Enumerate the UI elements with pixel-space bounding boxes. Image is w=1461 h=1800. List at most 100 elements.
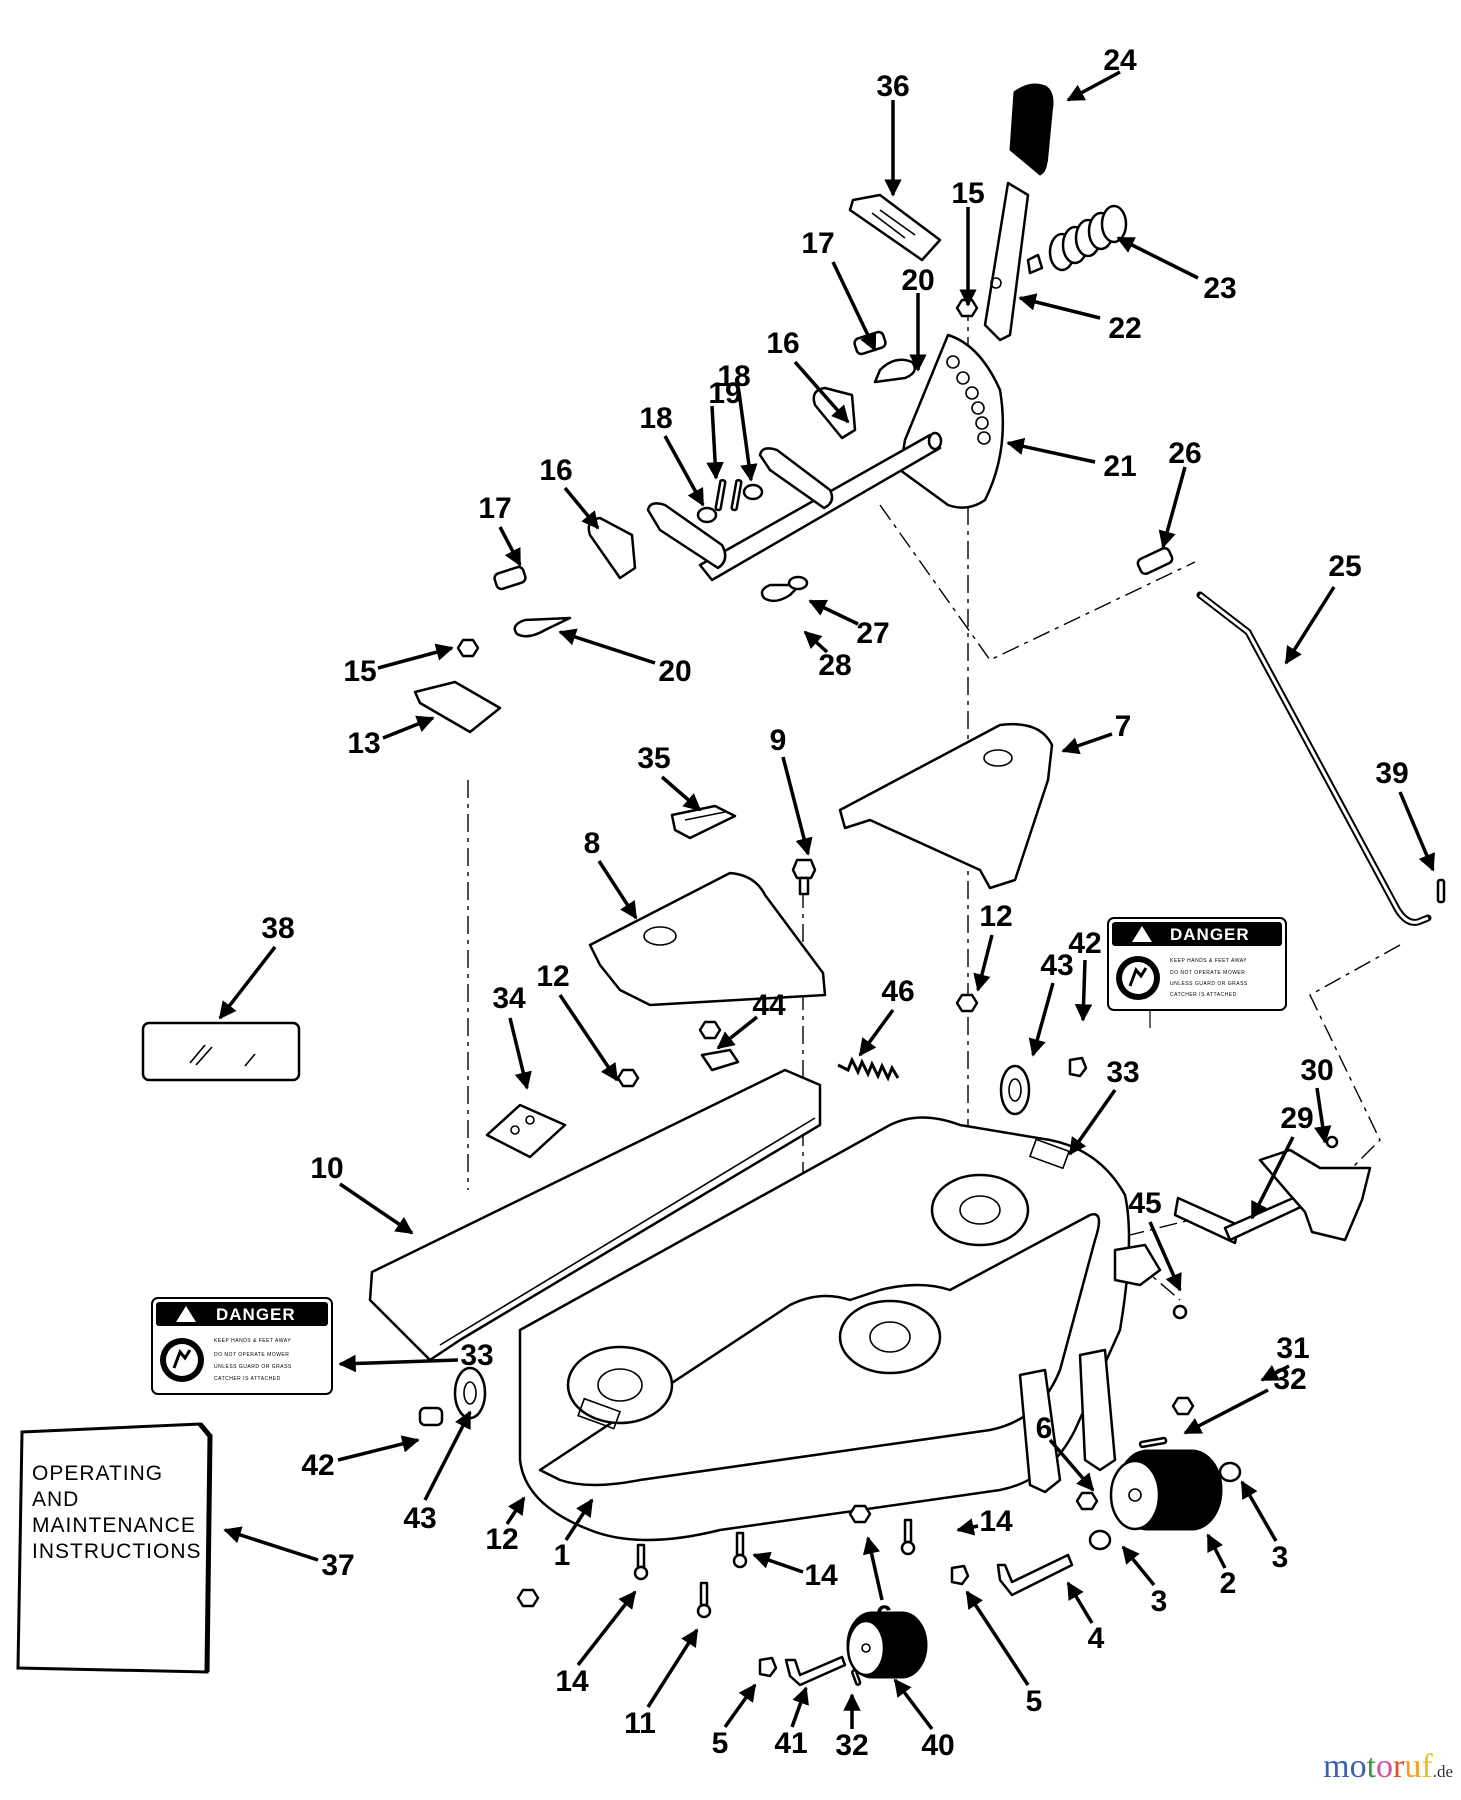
callout-14: 14 [555, 1590, 637, 1698]
part-34-decal [485, 1103, 567, 1159]
danger-line: UNLESS GUARD OR GRASS [214, 1364, 292, 1370]
part-41-wheel-axle [784, 1655, 847, 1687]
callout-arrow [558, 628, 656, 665]
callout-arrow [1183, 1388, 1269, 1435]
callout-arrow [752, 1551, 804, 1574]
callout-number: 16 [539, 454, 572, 487]
callout-number: 44 [752, 989, 786, 1022]
part-5-bolts [758, 1564, 970, 1678]
callout-number: 11 [624, 1707, 656, 1740]
callout-arrow [831, 261, 877, 352]
callout-37: 37 [223, 1526, 355, 1582]
callout-number: 33 [460, 1339, 493, 1372]
part-32-cotter-pin [851, 1436, 1168, 1686]
callout-2: 2 [1206, 1533, 1236, 1600]
callout-13: 13 [347, 715, 435, 760]
callout-17: 17 [801, 227, 877, 352]
callout-number: 24 [1103, 44, 1137, 77]
part-6-nuts [848, 1491, 1099, 1524]
callout-number: 37 [321, 1549, 354, 1582]
callout-17: 17 [478, 492, 522, 567]
callout-number: 15 [343, 655, 376, 688]
callout-20: 20 [901, 264, 935, 372]
callout-arrow [1061, 732, 1113, 755]
callout-3: 3 [1121, 1545, 1168, 1618]
callout-number: 14 [804, 1559, 838, 1592]
callout-arrow [505, 1496, 526, 1525]
callout-number: 10 [310, 1152, 343, 1185]
callout-number: 12 [536, 960, 569, 993]
callout-30: 30 [1300, 1054, 1334, 1144]
callout-15: 15 [343, 643, 454, 688]
callout-number: 8 [584, 827, 601, 860]
part-46-spring [837, 1056, 900, 1082]
callout-7: 7 [1061, 710, 1131, 755]
callout-arrow [1148, 1221, 1182, 1292]
part-43-roller-right [999, 1064, 1031, 1116]
callout-arrow [218, 945, 277, 1020]
callout-number: 40 [921, 1729, 954, 1762]
callout-42: 42 [301, 1435, 420, 1482]
callout-arrow [1314, 1087, 1332, 1144]
callout-number: 32 [835, 1729, 868, 1762]
part-45-hanger-bracket [1113, 1243, 1188, 1320]
callout-32: 32 [835, 1693, 869, 1762]
callout-44: 44 [716, 989, 786, 1050]
watermark-letter: m [1323, 1748, 1350, 1785]
callout-arrow [706, 405, 724, 480]
part-1-mower-deck [518, 1116, 1131, 1542]
part-36-height-decal [848, 193, 942, 262]
part-8-rear-cover [588, 871, 827, 1007]
part-31-nut [1171, 1396, 1195, 1416]
callout-number: 35 [637, 742, 670, 775]
callout-34: 34 [492, 982, 532, 1090]
callout-arrow [1068, 1088, 1117, 1156]
danger-header: DANGER [216, 1305, 296, 1324]
callout-12: 12 [973, 900, 1013, 992]
callout-arrow [1398, 791, 1435, 872]
callout-arrow [965, 1590, 1030, 1686]
callout-number: 42 [1068, 927, 1101, 960]
part-39-pin [1436, 878, 1446, 904]
callout-number: 21 [1103, 450, 1136, 483]
callout-14: 14 [752, 1551, 838, 1592]
callout-32: 32 [1183, 1363, 1307, 1435]
callout-number: 3 [1151, 1585, 1168, 1618]
callout-number: 46 [881, 975, 914, 1008]
callout-number: 41 [774, 1727, 807, 1760]
callout-1: 1 [554, 1498, 594, 1572]
part-38-reflector-plate [141, 1021, 301, 1082]
callout-18: 18 [717, 360, 758, 482]
callout-number: 38 [261, 912, 294, 945]
callout-46: 46 [858, 975, 915, 1057]
callout-arrow [1066, 1581, 1094, 1624]
danger-line: CATCHER IS ATTACHED [1170, 992, 1237, 998]
callout-number: 30 [1300, 1054, 1333, 1087]
callout-number: 12 [485, 1523, 518, 1556]
part-7-front-cover [838, 722, 1054, 890]
callout-number: 31 [1276, 1332, 1309, 1365]
callout-11: 11 [624, 1628, 699, 1740]
danger-decal-right: DANGER KEEP HANDS & FEET AWAY DO NOT OPE… [1107, 917, 1287, 1011]
part-13-bracket [413, 680, 502, 734]
callout-number: 4 [1088, 1622, 1105, 1655]
callout-number: 22 [1108, 312, 1141, 345]
callout-arrow [338, 1354, 459, 1373]
part-25-lift-rod [1196, 591, 1432, 926]
callout-arrow [377, 643, 454, 670]
callout-19: 19 [706, 377, 742, 480]
callout-12: 12 [536, 960, 619, 1082]
callout-22: 22 [1018, 293, 1142, 345]
callout-45: 45 [1128, 1187, 1182, 1292]
callout-29: 29 [1250, 1102, 1314, 1220]
callout-arrow [1028, 982, 1055, 1057]
callout-6: 6 [862, 1536, 892, 1633]
part-22-pedal-arm [983, 181, 1044, 342]
callout-number: 6 [1036, 1412, 1053, 1445]
callout-arrow [803, 630, 829, 654]
manual-line: OPERATING [32, 1462, 163, 1485]
callout-number: 17 [801, 227, 834, 260]
callout-number: 27 [856, 617, 889, 650]
callout-number: 19 [708, 377, 741, 410]
